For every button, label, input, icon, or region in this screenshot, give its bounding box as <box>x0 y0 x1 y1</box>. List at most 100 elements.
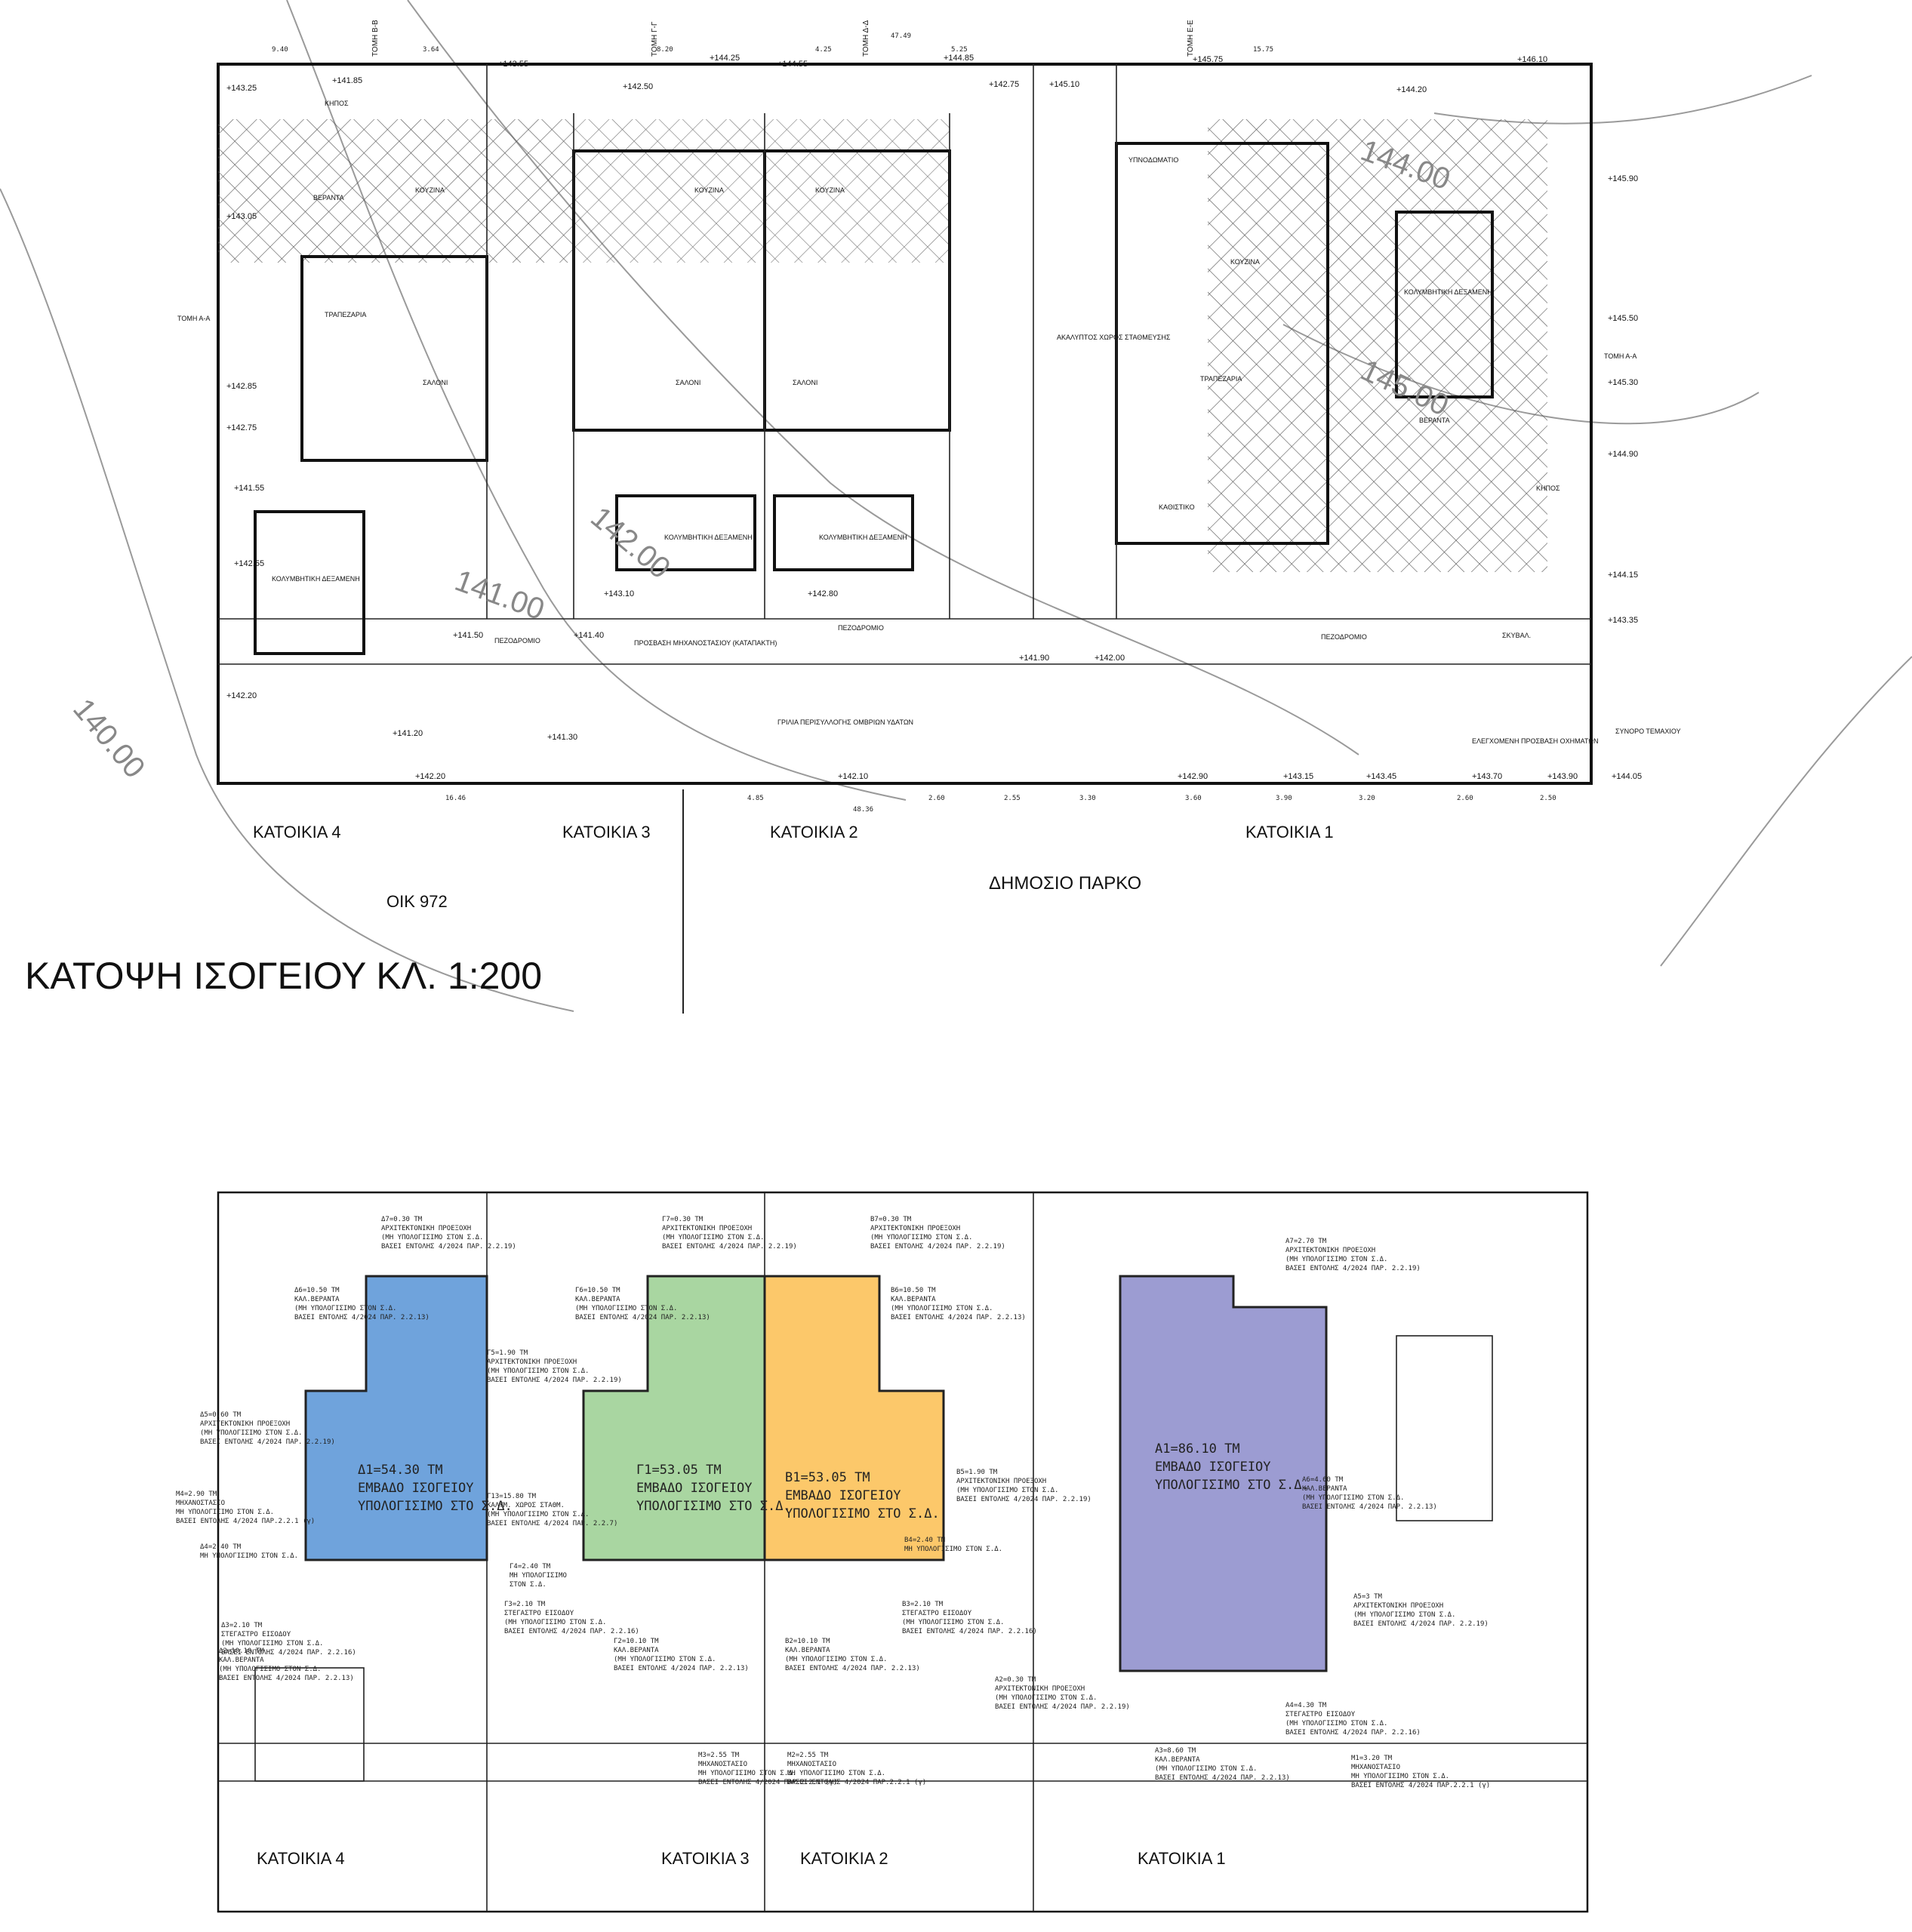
area-note: (ΜΗ ΥΠΟΛΟΓΙΣΙΜΟ ΣΤΟΝ Σ.Δ. <box>200 1429 302 1437</box>
area-note: (ΜΗ ΥΠΟΛΟΓΙΣΙΜΟ ΣΤΟΝ Σ.Δ. <box>1285 1720 1387 1727</box>
area-note: ΑΡΧΙΤΕΚΤΟΝΙΚΗ ΠΡΟΕΞΟΧΗ <box>1353 1602 1443 1610</box>
level-marker: +145.30 <box>1608 378 1638 387</box>
area-note: ΜΗ ΥΠΟΛΟΓΙΣΙΜΟ ΣΤΟΝ Σ.Δ. <box>787 1770 885 1777</box>
area-note: (ΜΗ ΥΠΟΛΟΓΙΣΙΜΟ ΣΤΟΝ Σ.Δ. <box>902 1619 1004 1626</box>
area-note: ΒΑΣΕΙ ΕΝΤΟΛΗΣ 4/2024 ΠΑΡ. 2.2.19) <box>200 1438 335 1446</box>
area-note: (ΜΗ ΥΠΟΛΟΓΙΣΙΜΟ ΣΤΟΝ Σ.Δ. <box>487 1511 589 1518</box>
level-marker: +144.20 <box>1396 85 1427 94</box>
area-note: ΑΡΧΙΤΕΚΤΟΝΙΚΗ ΠΡΟΕΞΟΧΗ <box>995 1685 1085 1693</box>
room-label: ΣΑΛΟΝΙ <box>676 379 700 386</box>
dimension-label: 3.20 <box>1359 795 1375 802</box>
drawing-title: ΚΑΤΟΨΗ ΙΣΟΓΕΙΟΥ ΚΛ. 1:200 <box>25 955 542 997</box>
level-marker: +142.00 <box>1095 654 1125 663</box>
room-label: ΚΟΛΥΜΒΗΤΙΚΗ ΔΕΞΑΜΕΝΗ <box>272 575 360 583</box>
dimension-label: 2.55 <box>1004 795 1021 802</box>
area-note: ΜΗ ΥΠΟΛΟΓΙΣΙΜΟ ΣΤΟΝ Σ.Δ. <box>200 1552 298 1560</box>
level-marker: +143.10 <box>604 589 634 598</box>
level-marker: +143.55 <box>498 60 528 69</box>
room-label: ΚΟΥΖΙΝΑ <box>694 186 724 194</box>
area-note: Γ3=2.10 ΤΜ <box>504 1601 546 1608</box>
area-note: ΚΑΛ.ΒΕΡΑΝΤΑ <box>891 1296 936 1303</box>
area-note: Δ6=10.50 ΤΜ <box>294 1287 340 1294</box>
area-note: (ΜΗ ΥΠΟΛΟΓΙΣΙΜΟ ΣΤΟΝ Σ.Δ. <box>995 1694 1097 1702</box>
area-note: ΑΡΧΙΤΕΚΤΟΝΙΚΗ ΠΡΟΕΞΟΧΗ <box>956 1478 1046 1485</box>
area-house-label-2: ΚΑΤΟΙΚΙΑ 2 <box>800 1849 888 1868</box>
area-note: ΜΗ ΥΠΟΛΟΓΙΣΙΜΟ ΣΤΟΝ Σ.Δ. <box>904 1546 1002 1553</box>
area-note: (ΜΗ ΥΠΟΛΟΓΙΣΙΜΟ ΣΤΟΝ Σ.Δ. <box>870 1234 972 1241</box>
area-note: ΒΑΣΕΙ ΕΝΤΟΛΗΣ 4/2024 ΠΑΡ.2.2.1 (γ) <box>787 1779 926 1786</box>
level-marker: +144.15 <box>1608 571 1638 580</box>
room-label: ΤΟΜΗ Α-Α <box>1604 352 1636 360</box>
garden-hatch-1 <box>1208 119 1547 572</box>
garden-hatch-4 <box>218 119 487 263</box>
area-note: ΒΑΣΕΙ ΕΝΤΟΛΗΣ 4/2024 ΠΑΡ.2.2.1 (γ) <box>176 1518 315 1525</box>
unit-area-caption: ΥΠΟΛΟΓΙΣΙΜΟ ΣΤΟ Σ.Δ. <box>785 1506 940 1521</box>
area-note: (ΜΗ ΥΠΟΛΟΓΙΣΙΜΟ ΣΤΟΝ Σ.Δ. <box>219 1666 321 1673</box>
level-marker: +143.25 <box>226 84 257 93</box>
room-label: ΠΕΖΟΔΡΟΜΙΟ <box>1321 633 1367 641</box>
level-marker: +141.40 <box>574 631 604 640</box>
room-label: ΚΟΛΥΜΒΗΤΙΚΗ ΔΕΞΑΜΕΝΗ <box>664 534 753 541</box>
room-label: ΣΥΝΟΡΟ ΤΕΜΑΧΙΟΥ <box>1615 728 1681 735</box>
level-marker: +142.85 <box>226 382 257 391</box>
level-marker: +142.20 <box>415 772 445 781</box>
room-label: ΚΗΠΟΣ <box>1536 485 1560 492</box>
level-marker: +144.55 <box>777 60 808 69</box>
house-4-block <box>300 255 488 462</box>
area-note: Α7=2.70 ΤΜ <box>1285 1238 1327 1245</box>
area-note: ΜΗΧΑΝΟΣΤΑΣΙΟ <box>698 1761 747 1768</box>
area-note: ΒΑΣΕΙ ΕΝΤΟΛΗΣ 4/2024 ΠΑΡ. 2.2.7) <box>487 1520 617 1527</box>
area-note: ΜΗ ΥΠΟΛΟΓΙΣΙΜΟ ΣΤΟΝ Σ.Δ. <box>698 1770 796 1777</box>
level-marker: +143.15 <box>1283 772 1313 781</box>
garden-hatch-4b <box>487 119 574 263</box>
unit-area-caption: ΥΠΟΛΟΓΙΣΙΜΟ ΣΤΟ Σ.Δ. <box>358 1499 513 1514</box>
area-note: (ΜΗ ΥΠΟΛΟΓΙΣΙΜΟ ΣΤΟΝ Σ.Δ. <box>575 1305 677 1312</box>
dimension-label: 9.40 <box>272 46 288 54</box>
room-label: ΤΟΜΗ Α-Α <box>177 315 210 322</box>
level-marker: +142.75 <box>989 80 1019 89</box>
area-note: Γ2=10.10 ΤΜ <box>614 1638 659 1645</box>
room-label: ΠΕΖΟΔΡΟΜΙΟ <box>494 637 540 645</box>
dimension-label: 4.85 <box>747 795 764 802</box>
area-note: Δ4=2.40 ΤΜ <box>200 1543 242 1551</box>
unit-area-b1 <box>763 1275 945 1561</box>
area-note: ΜΗ ΥΠΟΛΟΓΙΣΙΜΟ <box>510 1572 567 1580</box>
area-note: Β7=0.30 ΤΜ <box>870 1216 912 1223</box>
dimension-label: 3.60 <box>1185 795 1202 802</box>
house-label-3: ΚΑΤΟΙΚΙΑ 3 <box>562 823 651 841</box>
unit-area-a1 <box>1119 1275 1328 1672</box>
area-note: ΑΡΧΙΤΕΚΤΟΝΙΚΗ ΠΡΟΕΞΟΧΗ <box>200 1420 290 1428</box>
room-label: ΣΑΛΟΝΙ <box>793 379 817 386</box>
level-marker: +141.90 <box>1019 654 1049 663</box>
area-note: ΜΗ ΥΠΟΛΟΓΙΣΙΜΟ ΣΤΟΝ Σ.Δ. <box>1351 1773 1449 1780</box>
dimension-label: 8.20 <box>657 46 673 54</box>
dimension-label: 47.49 <box>891 32 911 40</box>
area-note: ΜΗΧΑΝΟΣΤΑΣΙΟ <box>787 1761 836 1768</box>
section-marker: ΤΟΜΗ Δ-Δ <box>862 20 870 57</box>
area-note: (ΜΗ ΥΠΟΛΟΓΙΣΙΜΟ ΣΤΟΝ Σ.Δ. <box>487 1367 589 1375</box>
area-note: Δ3=2.10 ΤΜ <box>221 1622 263 1629</box>
area-note: ΑΡΧΙΤΕΚΤΟΝΙΚΗ ΠΡΟΕΞΟΧΗ <box>381 1225 471 1232</box>
area-note: ΒΑΣΕΙ ΕΝΤΟΛΗΣ 4/2024 ΠΑΡ. 2.2.16) <box>902 1628 1037 1635</box>
room-label: ΣΚΥΒΑΛ. <box>1502 632 1531 639</box>
level-marker: +142.75 <box>226 423 257 432</box>
area-note: Γ7=0.30 ΤΜ <box>662 1216 704 1223</box>
dimension-label: 2.60 <box>928 795 945 802</box>
area-note: (ΜΗ ΥΠΟΛΟΓΙΣΙΜΟ ΣΤΟΝ Σ.Δ. <box>891 1305 993 1312</box>
area-note: ΒΑΣΕΙ ΕΝΤΟΛΗΣ 4/2024 ΠΑΡ. 2.2.13) <box>294 1314 430 1321</box>
level-marker: +145.75 <box>1193 55 1223 64</box>
area-note: (ΜΗ ΥΠΟΛΟΓΙΣΙΜΟ ΣΤΟΝ Σ.Δ. <box>785 1656 887 1663</box>
area-note: ΒΑΣΕΙ ΕΝΤΟΛΗΣ 4/2024 ΠΑΡ. 2.2.13) <box>614 1665 749 1672</box>
area-note: ΒΑΣΕΙ ΕΝΤΟΛΗΣ 4/2024 ΠΑΡ. 2.2.13) <box>1302 1503 1437 1511</box>
pool-3 <box>615 494 756 571</box>
area-note: ΒΑΣΕΙ ΕΝΤΟΛΗΣ 4/2024 ΠΑΡ. 2.2.19) <box>662 1243 797 1251</box>
level-marker: +143.35 <box>1608 616 1638 625</box>
area-note: ΒΑΣΕΙ ΕΝΤΟΛΗΣ 4/2024 ΠΑΡ. 2.2.19) <box>381 1243 516 1251</box>
level-marker: +142.20 <box>226 691 257 700</box>
area-note: ΒΑΣΕΙ ΕΝΤΟΛΗΣ 4/2024 ΠΑΡ. 2.2.19) <box>1285 1265 1421 1272</box>
unit-area-value: Γ1=53.05 ΤΜ <box>636 1463 722 1478</box>
dimension-label: 2.60 <box>1457 795 1473 802</box>
section-marker: ΤΟΜΗ Ε-Ε <box>1187 20 1195 57</box>
area-note: ΚΑΛ.ΒΕΡΑΝΤΑ <box>785 1647 830 1654</box>
